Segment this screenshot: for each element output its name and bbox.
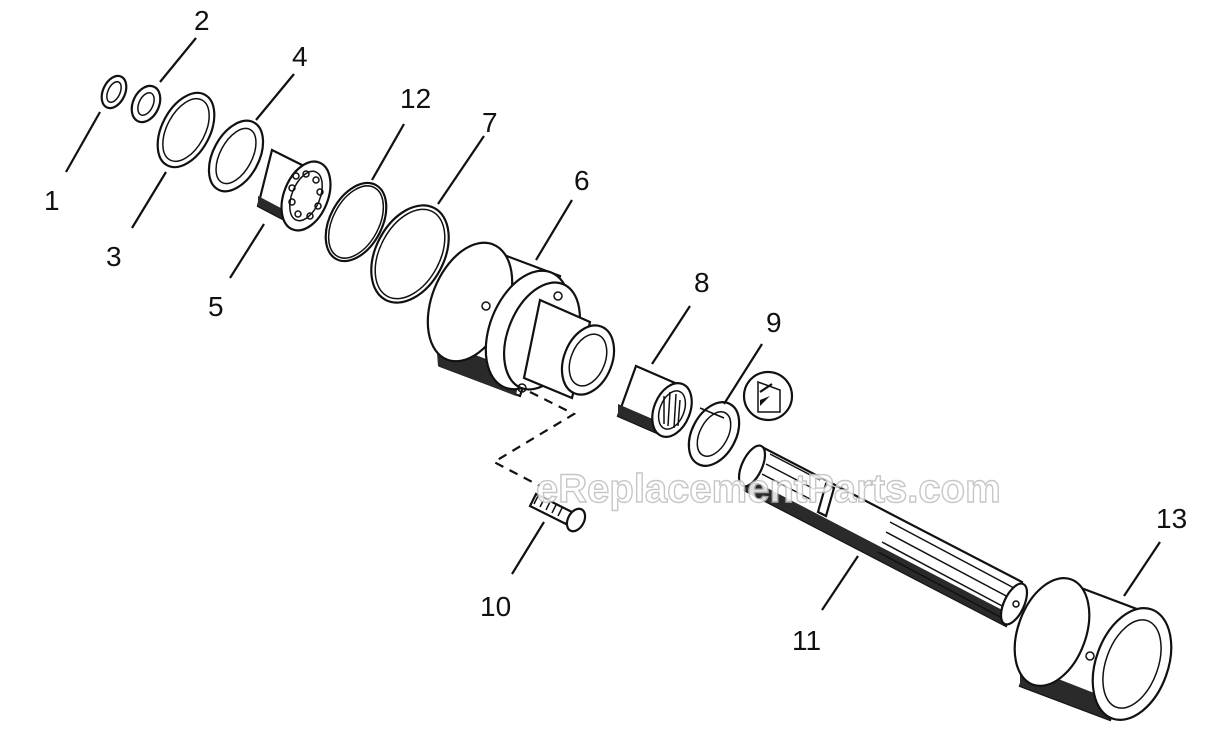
callout-8: 8 xyxy=(694,267,710,298)
part-13-sleeve xyxy=(1013,577,1173,722)
watermark: eReplacementParts.com xyxy=(536,467,1001,511)
callout-numbers: 1 2 3 4 5 12 7 6 8 9 10 11 13 xyxy=(44,5,1187,656)
part-5-roller-bearing xyxy=(256,148,332,232)
callout-1: 1 xyxy=(44,185,60,216)
seal-orientation-icon xyxy=(742,370,794,422)
part-4-ring xyxy=(207,119,265,193)
callout-11: 11 xyxy=(792,625,821,656)
callout-13: 13 xyxy=(1156,503,1187,534)
part-11-splined-shaft xyxy=(737,444,1029,628)
part-10-cap-screw xyxy=(528,492,587,533)
callout-12: 12 xyxy=(400,83,431,114)
part-1-retaining-ring xyxy=(100,74,128,110)
leader-lines xyxy=(65,37,1161,611)
callout-5: 5 xyxy=(208,291,224,322)
alignment-dashed-line xyxy=(491,391,577,487)
part-6-housing xyxy=(426,241,616,400)
part-9-seal xyxy=(687,401,741,467)
callout-4: 4 xyxy=(292,41,308,72)
callout-2: 2 xyxy=(194,5,210,36)
callout-9: 9 xyxy=(766,307,782,338)
part-8-needle-bearing xyxy=(616,364,693,438)
part-2-washer xyxy=(130,84,162,124)
part-7-large-o-ring xyxy=(370,204,450,304)
callout-10: 10 xyxy=(480,591,511,622)
callout-3: 3 xyxy=(106,241,122,272)
callout-6: 6 xyxy=(574,165,590,196)
part-12-o-ring xyxy=(324,181,388,263)
part-3-snap-ring xyxy=(156,91,216,169)
callout-7: 7 xyxy=(482,107,498,138)
